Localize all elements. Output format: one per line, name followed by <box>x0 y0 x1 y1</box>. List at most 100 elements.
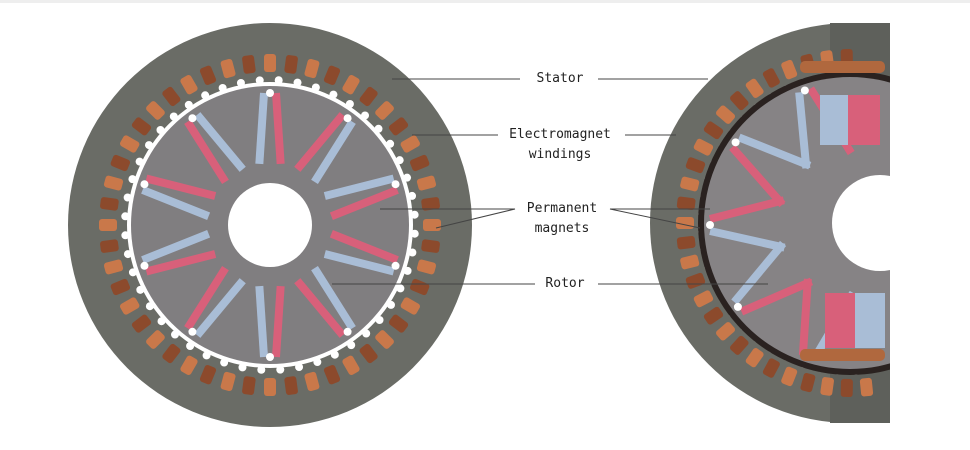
magnet-tip <box>391 180 400 189</box>
winding-coil <box>400 135 420 153</box>
label-windings-line2: windings <box>528 147 592 162</box>
permanent-magnet <box>294 112 346 172</box>
winding-coil <box>676 235 696 250</box>
permanent-magnet <box>145 250 217 276</box>
winding-coil <box>220 58 236 79</box>
permanent-magnet <box>145 174 217 200</box>
winding-coil <box>375 101 394 120</box>
permanent-magnet <box>311 119 356 184</box>
magnet-tip <box>391 261 400 270</box>
winding-coil <box>820 377 834 396</box>
winding-coil <box>110 278 131 296</box>
winding-coil <box>423 219 441 231</box>
winding-coil <box>264 54 276 72</box>
winding-coil <box>162 343 181 364</box>
label-stator: Stator <box>536 71 584 86</box>
winding-coil <box>110 154 131 172</box>
magnet-tip <box>706 220 715 229</box>
winding-coil <box>323 364 341 385</box>
permanent-magnet <box>329 186 399 220</box>
permanent-magnet <box>729 144 786 208</box>
winding-coil <box>685 272 706 289</box>
winding-coil <box>388 117 409 136</box>
magnet-tip <box>188 114 197 123</box>
magnet-tip <box>800 86 809 95</box>
permanent-magnet <box>737 133 812 170</box>
winding-coil <box>131 117 152 136</box>
winding-coil <box>359 343 378 364</box>
label-permanent-magnets: Permanent magnets <box>492 199 632 239</box>
winding-coil <box>342 355 360 375</box>
leader-magnets-right <box>609 208 710 229</box>
winding-coil <box>859 377 874 397</box>
winding-coil <box>840 378 853 398</box>
permanent-magnet <box>272 92 285 165</box>
winding-coil <box>685 157 706 174</box>
magnet-tip <box>266 89 274 97</box>
winding-coil <box>103 259 124 275</box>
winding-coil <box>693 290 714 308</box>
permanent-magnet <box>311 266 356 331</box>
winding-coil <box>146 330 165 349</box>
winding-coil <box>409 154 430 172</box>
label-windings-line1: Electromagnet <box>509 127 611 142</box>
permanent-magnet <box>731 240 787 305</box>
winding-coil <box>359 86 378 107</box>
winding-coil <box>103 175 124 191</box>
magnet-tip <box>140 180 149 189</box>
permanent-magnet <box>141 230 211 264</box>
winding-coil <box>342 75 360 95</box>
permanent-magnet <box>709 227 786 252</box>
permanent-magnet <box>329 230 399 264</box>
winding-coil <box>120 135 140 153</box>
winding-coil <box>416 259 437 275</box>
winding-coil <box>304 58 320 79</box>
winding-coil <box>220 371 236 392</box>
permanent-magnet <box>255 92 268 165</box>
winding-coil <box>120 297 140 315</box>
winding-coil <box>676 196 696 211</box>
winding-coil <box>800 372 816 393</box>
label-windings: Electromagnet windings <box>490 125 630 165</box>
leader-lines <box>332 78 768 285</box>
winding-coil <box>680 176 700 192</box>
permanent-magnet <box>323 250 395 276</box>
winding-coil <box>131 314 152 333</box>
winding-coil <box>745 78 764 98</box>
winding-coil <box>400 297 420 315</box>
winding-coil <box>703 306 724 325</box>
winding-coil <box>421 197 440 211</box>
winding-coil <box>745 348 764 368</box>
winding-coil <box>199 364 217 385</box>
winding-coil <box>730 335 749 355</box>
winding-coil <box>100 197 119 211</box>
winding-coil <box>716 322 736 341</box>
winding-coil <box>323 65 341 86</box>
permanent-magnet <box>294 278 346 338</box>
permanent-magnet <box>194 112 246 172</box>
permanent-magnets-cutaway <box>706 86 857 361</box>
label-magnets-line2: magnets <box>534 221 590 236</box>
leader-magnets-left <box>380 208 516 229</box>
magnet-face-pink <box>825 293 855 348</box>
magnet-tip <box>343 327 352 336</box>
winding-end-top <box>800 61 885 73</box>
winding-coil <box>146 101 165 120</box>
winding-coil <box>99 219 117 231</box>
permanent-magnets <box>140 89 400 361</box>
permanent-magnet <box>194 278 246 338</box>
permanent-magnet <box>272 285 285 358</box>
motor-illustration <box>68 23 890 427</box>
label-magnets-line1: Permanent <box>526 201 598 216</box>
permanent-magnet <box>255 285 268 358</box>
permanent-magnet <box>798 278 812 356</box>
rotor-shaft-hole <box>228 183 312 267</box>
motor-front-view <box>68 23 472 427</box>
winding-coil <box>375 330 394 349</box>
magnet-tip <box>266 353 274 361</box>
magnet-tip <box>731 138 740 147</box>
winding-coil <box>762 68 780 88</box>
permanent-magnet <box>795 92 811 169</box>
winding-coil <box>162 86 181 107</box>
winding-coil <box>693 138 714 156</box>
